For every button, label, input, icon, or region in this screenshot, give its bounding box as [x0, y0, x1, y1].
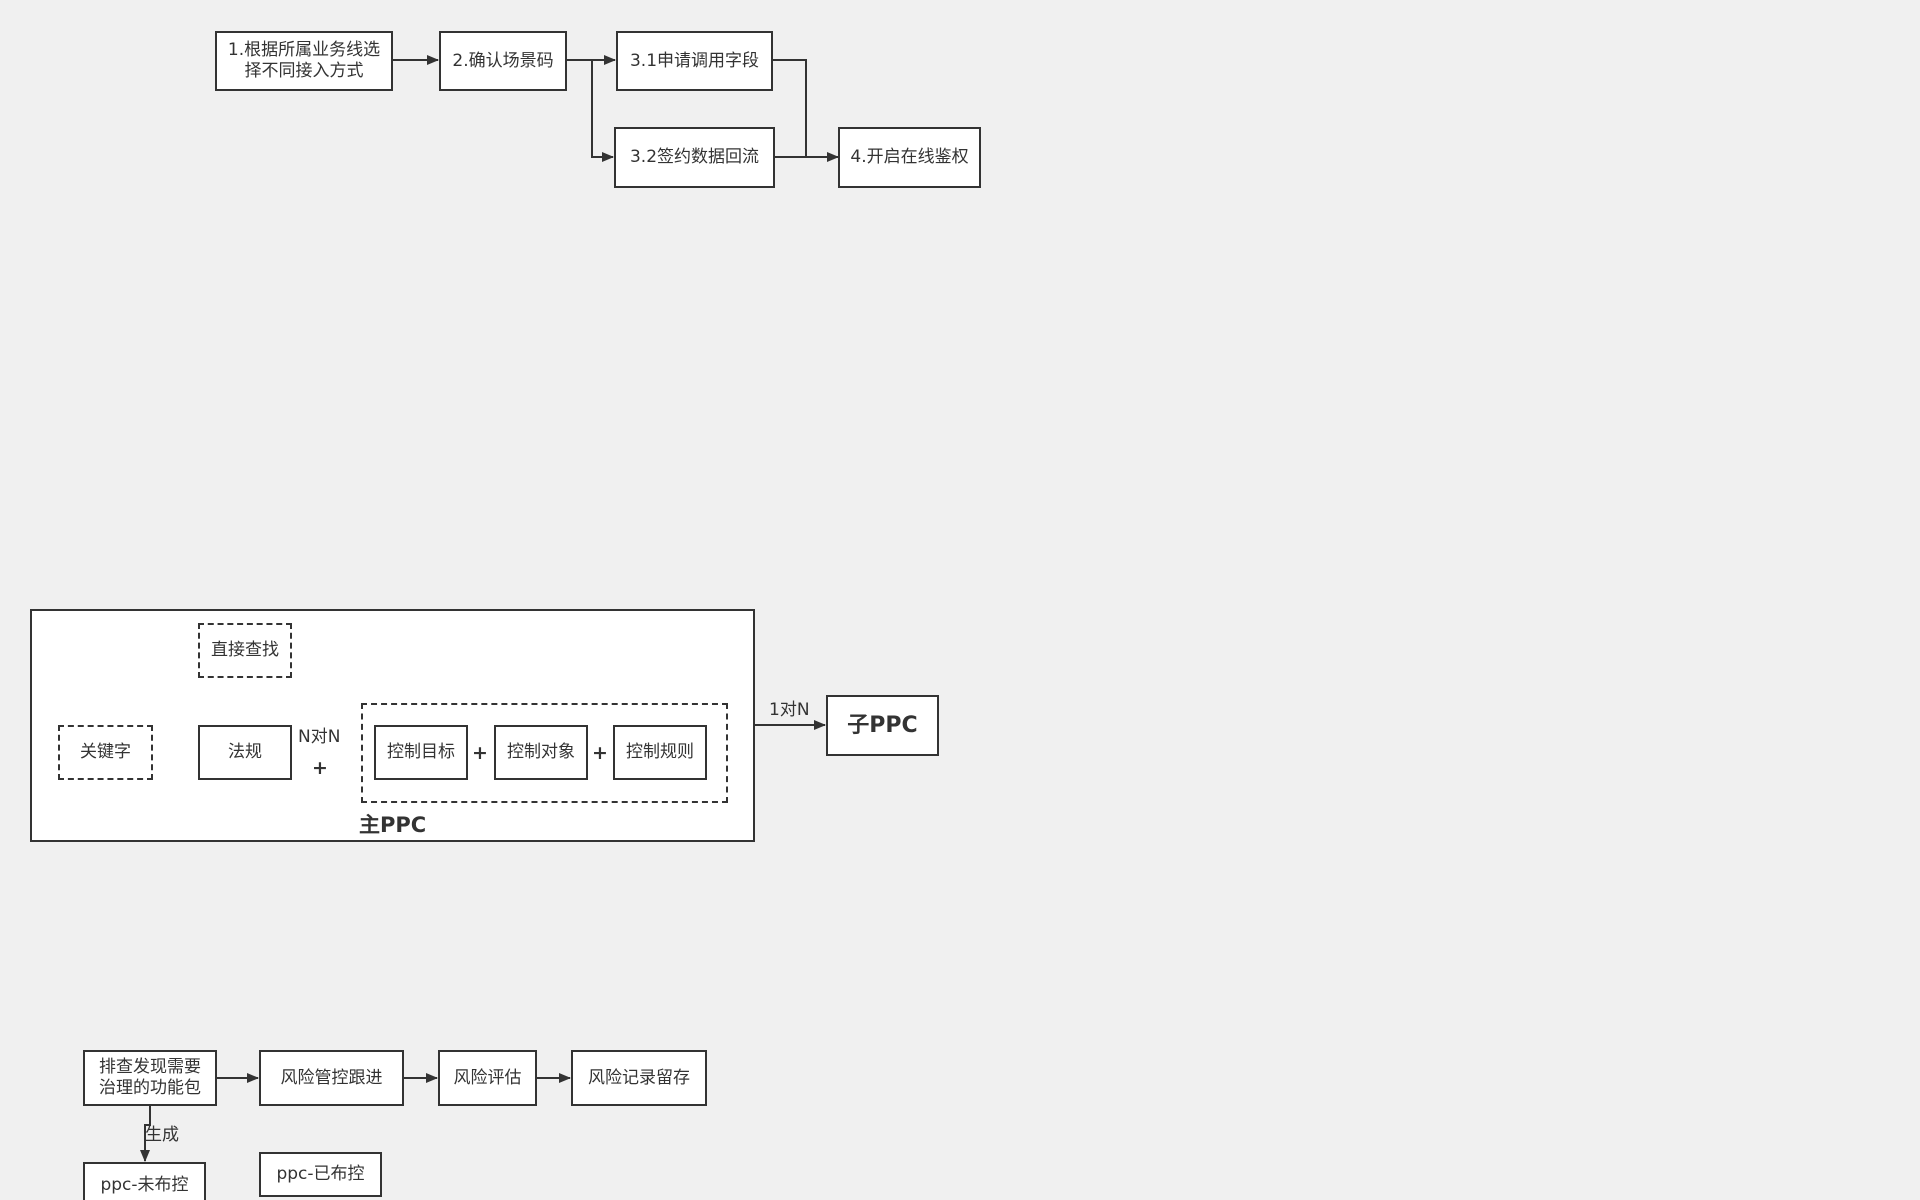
node-direct-search[interactable]: 直接查找 [198, 623, 292, 678]
node-ppc-uncontrolled-label: ppc-未布控 [100, 1174, 189, 1195]
node-step2-label: 2.确认场景码 [452, 50, 554, 71]
label-plus-object-rule: + [592, 742, 608, 764]
node-sub-ppc[interactable]: 子PPC [826, 695, 939, 756]
node-sub-ppc-label: 子PPC [847, 713, 918, 738]
node-step1-label: 1.根据所属业务线选 择不同接入方式 [227, 40, 381, 81]
label-n-to-n: N对N [298, 727, 341, 747]
node-control-target[interactable]: 控制目标 [374, 725, 468, 780]
node-risk-follow-label: 风险管控跟进 [280, 1067, 383, 1088]
node-risk-follow[interactable]: 风险管控跟进 [259, 1050, 404, 1106]
node-ppc-uncontrolled[interactable]: ppc-未布控 [83, 1162, 206, 1200]
edge-step3-1-step4 [772, 59, 807, 157]
node-step3-1-label: 3.1申请调用字段 [629, 50, 760, 71]
node-investigate-label: 排查发现需要 治理的功能包 [99, 1057, 201, 1098]
node-investigate[interactable]: 排查发现需要 治理的功能包 [83, 1050, 217, 1106]
node-control-target-label: 控制目标 [387, 742, 455, 762]
node-step2[interactable]: 2.确认场景码 [439, 31, 567, 91]
node-control-rule-label: 控制规则 [626, 742, 694, 762]
node-step3-2-label: 3.2签约数据回流 [629, 147, 760, 167]
node-regulation[interactable]: 法规 [198, 725, 292, 780]
node-step1[interactable]: 1.根据所属业务线选 择不同接入方式 [215, 31, 393, 91]
node-regulation-label: 法规 [228, 742, 262, 762]
node-ppc-controlled[interactable]: ppc-已布控 [259, 1152, 382, 1197]
node-control-object-label: 控制对象 [507, 742, 575, 762]
node-step3-2[interactable]: 3.2签约数据回流 [614, 127, 775, 188]
edge-step2-step3-2 [591, 60, 614, 162]
main-ppc-title: 主PPC [359, 813, 427, 837]
node-direct-search-label: 直接查找 [211, 640, 279, 660]
node-risk-record-label: 风险记录留存 [588, 1067, 690, 1088]
label-plus-regulation: + [312, 757, 328, 779]
node-step3-1[interactable]: 3.1申请调用字段 [616, 31, 773, 91]
label-generate: 生成 [145, 1125, 179, 1145]
node-keyword[interactable]: 关键字 [58, 725, 153, 780]
node-control-object[interactable]: 控制对象 [494, 725, 588, 780]
node-risk-assess-label: 风险评估 [453, 1067, 522, 1088]
node-risk-assess[interactable]: 风险评估 [438, 1050, 537, 1106]
node-step4-label: 4.开启在线鉴权 [850, 147, 969, 167]
label-one-to-n: 1对N [769, 700, 810, 720]
node-control-rule[interactable]: 控制规则 [613, 725, 707, 780]
node-risk-record[interactable]: 风险记录留存 [571, 1050, 707, 1106]
node-ppc-controlled-label: ppc-已布控 [276, 1164, 365, 1184]
node-keyword-label: 关键字 [80, 742, 131, 762]
label-plus-target-object: + [472, 742, 488, 764]
node-step4[interactable]: 4.开启在线鉴权 [838, 127, 981, 188]
